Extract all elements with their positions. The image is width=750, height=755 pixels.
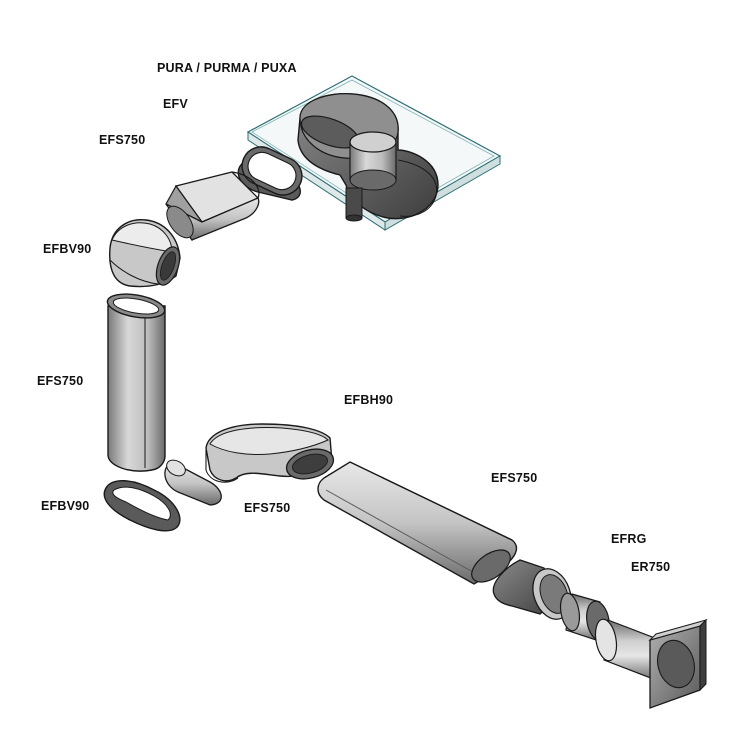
efs750-long-diagonal [317,461,518,585]
efbv90-bend-top [109,219,181,288]
label-efs750-short: EFS750 [244,501,291,515]
label-efbv90-top: EFBV90 [43,242,92,256]
label-er750: ER750 [631,560,671,574]
er750-round-duct [559,592,610,642]
cooker-hood [246,75,502,231]
label-efbh90: EFBH90 [344,393,394,407]
efv-valve-part [237,146,303,201]
label-hood: PURA / PURMA / PUXA [157,61,297,75]
efrg-adapter [492,559,572,620]
label-efs750-top: EFS750 [99,133,146,147]
label-efs750-long: EFS750 [491,471,538,485]
efs750-short-connector [164,459,222,506]
label-efv: EFV [163,97,188,111]
wall-terminal [594,618,708,709]
label-efs750-vertical: EFS750 [37,374,84,388]
efs750-vertical [106,293,166,472]
efbv90-bend-bottom [103,480,181,532]
efs750-straight-top [165,171,260,242]
label-efbv90-bottom: EFBV90 [41,499,90,513]
label-efrg: EFRG [611,532,647,546]
efbh90-bend [205,423,335,483]
